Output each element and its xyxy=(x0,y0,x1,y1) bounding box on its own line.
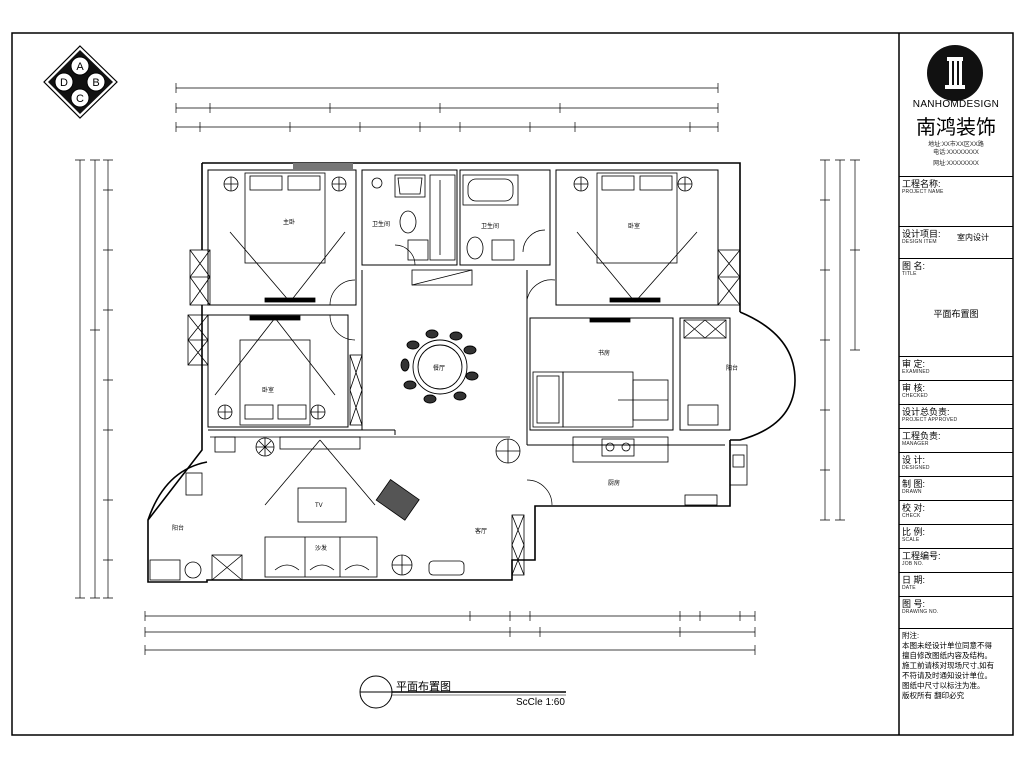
tb-row-notes-divider xyxy=(899,628,1013,629)
room-label-tv: TV xyxy=(315,503,323,509)
wardrobes xyxy=(187,249,741,576)
tb-label: 工程编号: xyxy=(902,551,941,561)
dimension-lines-right xyxy=(820,159,860,521)
tb-label: 设 计: xyxy=(902,455,926,465)
compass-letter-d: D xyxy=(60,77,68,89)
room-label-study: 书房 xyxy=(598,349,610,357)
tb-row-examined: 审 定: EXAMINED xyxy=(899,356,1013,381)
room-labels: 主卧 卧室 卧室 卫生间 卫生间 书房 厨房 客厅 餐厅 阳台 阳台 TV 沙发 xyxy=(172,218,738,552)
compass-letter-b: B xyxy=(92,77,99,89)
notes-line: 本图未经设计单位同意不得 xyxy=(902,641,992,650)
tb-label-en: DATE xyxy=(902,585,916,591)
room-label-balcony-w: 阳台 xyxy=(172,524,184,532)
notes-line: 图纸中尺寸以标注为准。 xyxy=(902,681,985,690)
tb-label: 设计总负责: xyxy=(902,407,950,417)
dining-table xyxy=(400,329,479,404)
tb-label: 审 核: xyxy=(902,383,926,393)
tb-value-title: 平面布置图 xyxy=(933,309,979,319)
room-label-bath1: 卫生间 xyxy=(372,220,390,228)
tb-row-scale: 比 例: SCALE xyxy=(899,524,1013,549)
tb-label-en: DESIGN ITEM xyxy=(902,239,937,245)
tb-label-en: EXAMINED xyxy=(902,369,930,375)
tb-row-designed: 设 计: DESIGNED xyxy=(899,452,1013,477)
study-kitchen-furniture xyxy=(149,317,748,581)
drawing-scale: ScCle 1:60 xyxy=(516,697,565,708)
dimension-lines-bottom xyxy=(144,611,756,655)
room-label-bath2: 卫生间 xyxy=(481,222,499,230)
interior-walls xyxy=(207,169,731,446)
notes-heading: 附注: xyxy=(902,631,920,640)
tb-label-en: CHECKED xyxy=(902,393,928,399)
tb-label: 审 定: xyxy=(902,359,926,369)
tb-label: 校 对: xyxy=(902,503,926,513)
tb-row-title: 图 名: TITLE 平面布置图 xyxy=(899,258,1013,357)
notes-line: 不符请及时通知设计单位。 xyxy=(902,671,992,680)
tb-label-en: DESIGNED xyxy=(902,465,930,471)
tb-label-en: SCALE xyxy=(902,537,920,543)
notes-line: 施工前请核对现场尺寸,如有 xyxy=(902,661,995,670)
room-label-kitchen: 厨房 xyxy=(608,479,620,487)
sheet-border xyxy=(11,32,1014,736)
dimension-lines-top xyxy=(175,83,719,132)
tb-row-manager: 工程负责: MANAGER xyxy=(899,428,1013,453)
window-hatch xyxy=(293,163,353,170)
tb-label: 比 例: xyxy=(902,527,926,537)
company-phone-line: 电话:XXXXXXXX xyxy=(933,150,979,156)
dimension-lines-left xyxy=(75,159,113,599)
room-label-dining: 餐厅 xyxy=(433,364,445,372)
notes-block: 附注: 本图未经设计单位同意不得 擅自修改图纸内容及结构。 施工前请核对现场尺寸… xyxy=(902,631,1010,701)
room-label-balcony-e: 阳台 xyxy=(726,364,738,372)
tb-label-en: JOB NO. xyxy=(902,561,924,567)
bathroom-fixtures xyxy=(371,174,519,286)
company-name-en: NANHOMDESIGN xyxy=(912,99,1000,110)
drawing-caption xyxy=(359,675,566,709)
tb-label: 工程负责: xyxy=(902,431,941,441)
bed-master xyxy=(223,172,347,303)
compass-letter-a: A xyxy=(76,61,84,73)
tb-label-en: TITLE xyxy=(902,271,917,277)
tb-label-en: PROJECT NAME xyxy=(902,189,944,195)
company-name-zh: 南鸿装饰 xyxy=(916,115,996,139)
tb-label: 制 图: xyxy=(902,479,926,489)
compass-icon: A B C D xyxy=(43,45,118,119)
tb-label: 图 名: xyxy=(902,261,926,271)
tb-label: 图 号: xyxy=(902,599,926,609)
tb-row-drawing-no: 图 号: DRAWING NO. xyxy=(899,596,1013,629)
notes-line: 版权所有 翻印必究 xyxy=(902,691,965,700)
tb-label: 日 期: xyxy=(902,575,926,585)
tb-row-drawn: 制 图: DRAWN xyxy=(899,476,1013,501)
tb-label-en: MANAGER xyxy=(902,441,929,447)
room-label-bed-w: 卧室 xyxy=(262,386,274,394)
company-logo-icon xyxy=(927,45,983,101)
compass-letter-c: C xyxy=(76,93,84,105)
tb-label: 工程名称: xyxy=(902,179,941,189)
tb-label: 设计项目: xyxy=(902,229,941,239)
tb-row-design-item: 设计项目: DESIGN ITEM 室内设计 xyxy=(899,226,1013,259)
tb-value-design-item: 室内设计 xyxy=(957,233,989,242)
tb-row-checked: 审 核: CHECKED xyxy=(899,380,1013,405)
tb-row-check: 校 对: CHECK xyxy=(899,500,1013,525)
tb-row-project-name: 工程名称: PROJECT NAME xyxy=(899,176,1013,227)
notes-line: 擅自修改图纸内容及结构。 xyxy=(902,651,992,660)
tb-label-en: CHECK xyxy=(902,513,921,519)
drawing-title: 平面布置图 xyxy=(396,681,451,693)
room-label-sofa: 沙发 xyxy=(315,544,327,552)
title-block: NANHOMDESIGN 南鸿装饰 地址:XX市XX区XX路 电话:XXXXXX… xyxy=(899,33,1013,735)
tb-label-en: PROJECT APPROVED xyxy=(902,417,958,423)
door-swings xyxy=(329,229,556,506)
bed-northeast xyxy=(573,172,698,303)
living-furniture xyxy=(210,436,521,578)
company-web-line: 网址:XXXXXXXX xyxy=(933,161,979,167)
room-label-master-bed: 主卧 xyxy=(283,218,295,226)
company-address-line: 地址:XX市XX区XX路 xyxy=(928,142,984,148)
tb-row-job-no: 工程编号: JOB NO. xyxy=(899,548,1013,573)
tb-row-project-approved: 设计总负责: PROJECT APPROVED xyxy=(899,404,1013,429)
room-label-living: 客厅 xyxy=(475,527,487,535)
room-label-bed-ne: 卧室 xyxy=(628,222,640,230)
bed-west xyxy=(214,315,336,426)
tb-label-en: DRAWING NO. xyxy=(902,609,939,615)
tb-row-date: 日 期: DATE xyxy=(899,572,1013,597)
tb-label-en: DRAWN xyxy=(902,489,922,495)
